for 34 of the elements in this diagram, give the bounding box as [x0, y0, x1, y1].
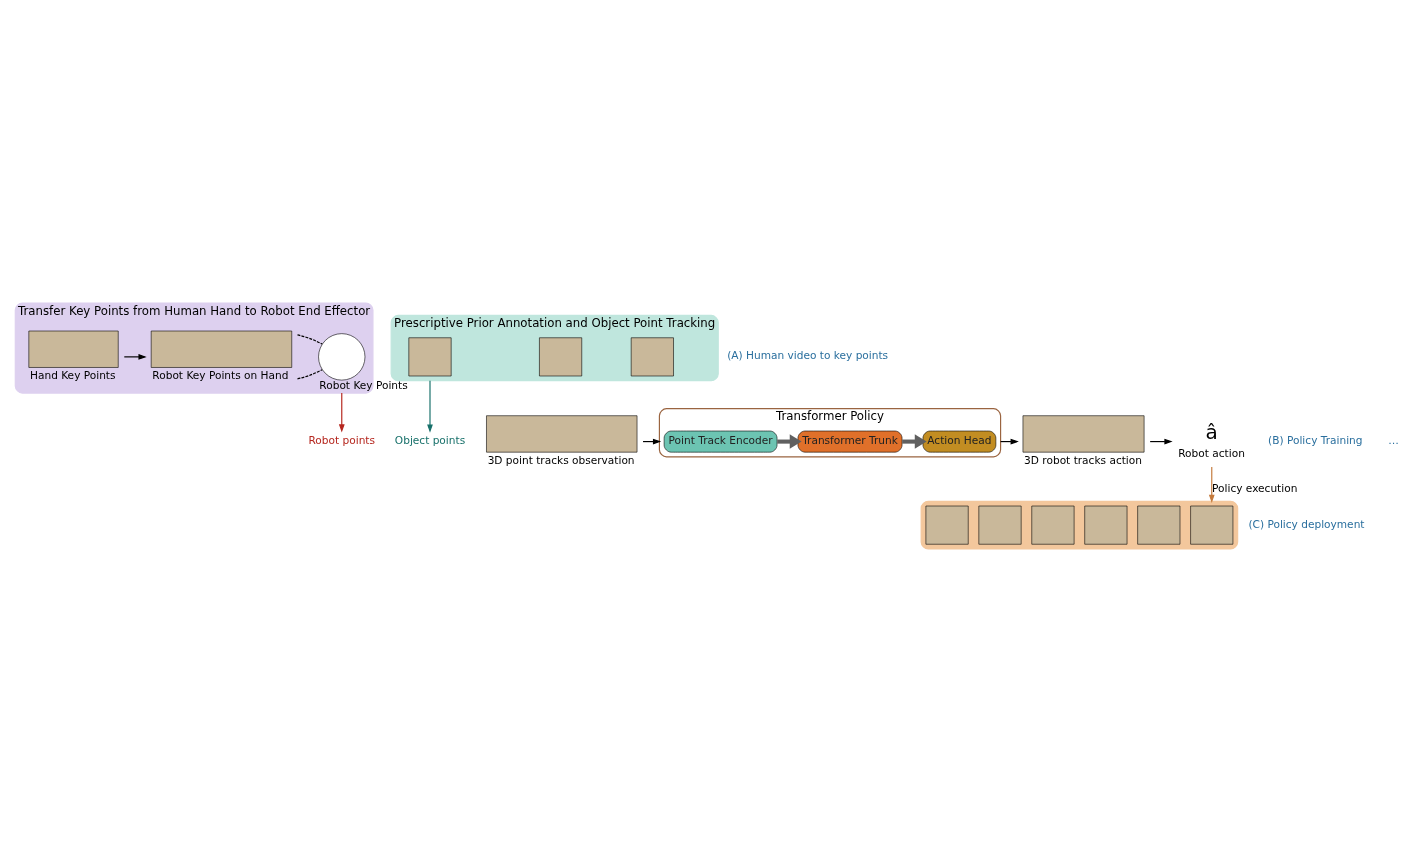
- node-box: [539, 337, 583, 377]
- node-box: [1031, 505, 1075, 545]
- node-box: [408, 337, 452, 377]
- cluster: Prescriptive Prior Annotation and Object Point Tracking: [390, 314, 719, 382]
- arrow: [338, 392, 345, 433]
- label: (A) Human video to key points: [727, 349, 889, 362]
- node-box: Point Track Encoder: [663, 430, 778, 453]
- node-box: [1190, 505, 1234, 545]
- connector: [296, 334, 323, 345]
- node-box: [925, 505, 969, 545]
- node-text: â: [1205, 419, 1218, 444]
- node-label: Robot Key Points on Hand: [152, 368, 289, 381]
- edge-label: Policy execution: [1212, 482, 1298, 495]
- node-label: Robot action: [1178, 447, 1245, 460]
- node-box: Action Head: [922, 430, 997, 453]
- arrow: [123, 354, 147, 360]
- node-box: [630, 337, 674, 377]
- cluster: [920, 500, 1239, 550]
- node-label: Hand Key Points: [30, 368, 116, 381]
- node-label: 3D robot tracks action: [1024, 453, 1143, 466]
- node-box: [978, 505, 1022, 545]
- arrow: [427, 380, 433, 433]
- label: (C) Policy deployment: [1248, 517, 1365, 530]
- label: (B) Policy Training: [1268, 434, 1363, 447]
- node-box: Transformer Trunk: [797, 430, 903, 453]
- node-box: [1084, 505, 1128, 545]
- connector: [296, 369, 323, 380]
- label: …: [1388, 434, 1399, 447]
- node-circle: [318, 333, 366, 381]
- arrow: [1208, 466, 1215, 504]
- node-text: Robot points: [308, 434, 376, 447]
- node-label: 3D point tracks observation: [487, 453, 635, 466]
- node-text: Object points: [394, 434, 466, 447]
- node-box: [1137, 505, 1181, 545]
